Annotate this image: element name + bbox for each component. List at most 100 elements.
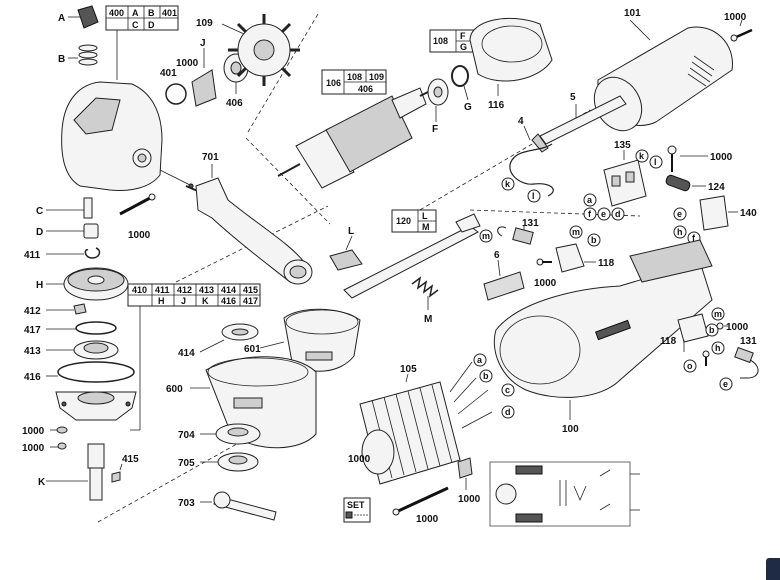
label-K: K: [38, 477, 46, 488]
ref-e-cap: e: [673, 207, 687, 221]
svg-text:416: 416: [221, 296, 236, 306]
washer-414: [199, 323, 259, 353]
label-601: 601: [244, 344, 261, 355]
svg-text:417: 417: [243, 296, 258, 306]
label-L: L: [348, 226, 354, 237]
label-1000-housing: 1000: [128, 230, 151, 241]
label-1000-field: 1000: [348, 454, 371, 465]
corner-tab-button[interactable]: [766, 558, 780, 580]
label-701: 701: [202, 152, 219, 163]
label-116: 116: [488, 100, 505, 111]
separator-guard-bottom: [97, 403, 309, 523]
ref-h-cap: h: [673, 225, 687, 239]
label-1000-pinion: 1000: [176, 58, 199, 69]
label-406: 406: [226, 98, 243, 109]
spring-M: [411, 276, 439, 310]
svg-text:410: 410: [132, 285, 147, 295]
svg-text:415: 415: [243, 285, 258, 295]
bearing-flange: [55, 391, 137, 421]
guard-601: [259, 308, 361, 372]
bearing-413: [46, 340, 119, 360]
label-1000-holder: 1000: [534, 278, 557, 289]
spindle-pin-C: [46, 197, 93, 219]
label-6: 6: [494, 250, 500, 261]
svg-text:412: 412: [177, 285, 192, 295]
svg-text:b: b: [483, 371, 489, 381]
svg-text:a: a: [477, 355, 483, 365]
label-109: 109: [196, 18, 213, 29]
label-1000-clip: 1000: [458, 494, 481, 505]
washer-D: [46, 223, 99, 239]
svg-text:406: 406: [358, 84, 373, 94]
label-A: A: [58, 13, 65, 24]
ref-o-right: o: [683, 359, 697, 373]
brush-holder-118-left: [555, 243, 596, 273]
label-416: 416: [24, 372, 41, 383]
svg-text:B: B: [148, 8, 155, 18]
label-131-right: 131: [740, 336, 757, 347]
svg-text:e: e: [601, 209, 606, 219]
main-housing-100: [493, 239, 713, 420]
svg-text:b: b: [709, 325, 715, 335]
svg-text:f: f: [692, 233, 696, 243]
screw-1000-housing: [119, 193, 156, 216]
field-coil-105: [359, 373, 461, 485]
label-1000-switch: 1000: [710, 152, 733, 163]
label-413: 413: [24, 346, 41, 357]
label-5: 5: [570, 92, 576, 103]
svg-text:SET: SET: [347, 500, 365, 510]
brush-holder-118-right: [677, 313, 709, 352]
pinion-J: [191, 48, 217, 107]
flange-704: [200, 423, 261, 445]
label-101: 101: [624, 8, 641, 19]
screw-1000-holder: [536, 258, 552, 266]
svg-text:401: 401: [162, 8, 177, 18]
svg-text:414: 414: [221, 285, 236, 295]
fan-109: [221, 14, 300, 86]
table-400: 400 A B 401 C D: [105, 5, 179, 80]
svg-text:400: 400: [109, 8, 124, 18]
ref-l-wire: l: [527, 189, 541, 203]
switch-bar: [343, 213, 481, 299]
label-B: B: [58, 54, 65, 65]
ref-b-right: b: [705, 323, 719, 337]
svg-text:h: h: [715, 343, 721, 353]
label-1000-long: 1000: [416, 514, 439, 525]
ref-d-field: d: [501, 405, 515, 419]
label-M: M: [424, 314, 432, 325]
table-410: 410 411 412 413 414 415 H J K 416 417: [127, 283, 261, 431]
svg-text:b: b: [591, 235, 597, 245]
side-handle-701: [185, 164, 313, 285]
baffle-116: [469, 17, 553, 96]
label-118-right: 118: [660, 336, 677, 347]
lead-wire-4: [509, 125, 554, 197]
svg-text:K: K: [202, 296, 209, 306]
label-H: H: [36, 280, 43, 291]
label-131-left: 131: [522, 218, 539, 229]
label-4: 4: [518, 116, 524, 127]
label-1000-left-a: 1000: [22, 426, 45, 437]
label-D: D: [36, 227, 43, 238]
table-108: 108 F G: [429, 29, 475, 53]
svg-text:h: h: [677, 227, 683, 237]
svg-text:l: l: [654, 157, 657, 167]
svg-text:G: G: [460, 42, 467, 52]
svg-text:106: 106: [326, 78, 341, 88]
o-ring-416: [46, 361, 135, 383]
motor-housing-101: [593, 19, 733, 132]
clip-1000: [457, 457, 473, 490]
svg-text:120: 120: [396, 216, 411, 226]
spring-B: [68, 44, 98, 66]
svg-text:c: c: [505, 385, 510, 395]
svg-text:l: l: [532, 191, 535, 201]
svg-text:e: e: [723, 379, 728, 389]
ref-a-switch: a: [583, 193, 597, 207]
gear-housing: [61, 81, 194, 191]
screw-1000-top-right: [730, 19, 753, 42]
svg-text:m: m: [572, 227, 580, 237]
svg-text:C: C: [132, 20, 139, 30]
label-135: 135: [614, 140, 631, 151]
field-leads: [449, 361, 493, 429]
label-600: 600: [166, 384, 183, 395]
ref-m-brush: m: [479, 229, 493, 243]
